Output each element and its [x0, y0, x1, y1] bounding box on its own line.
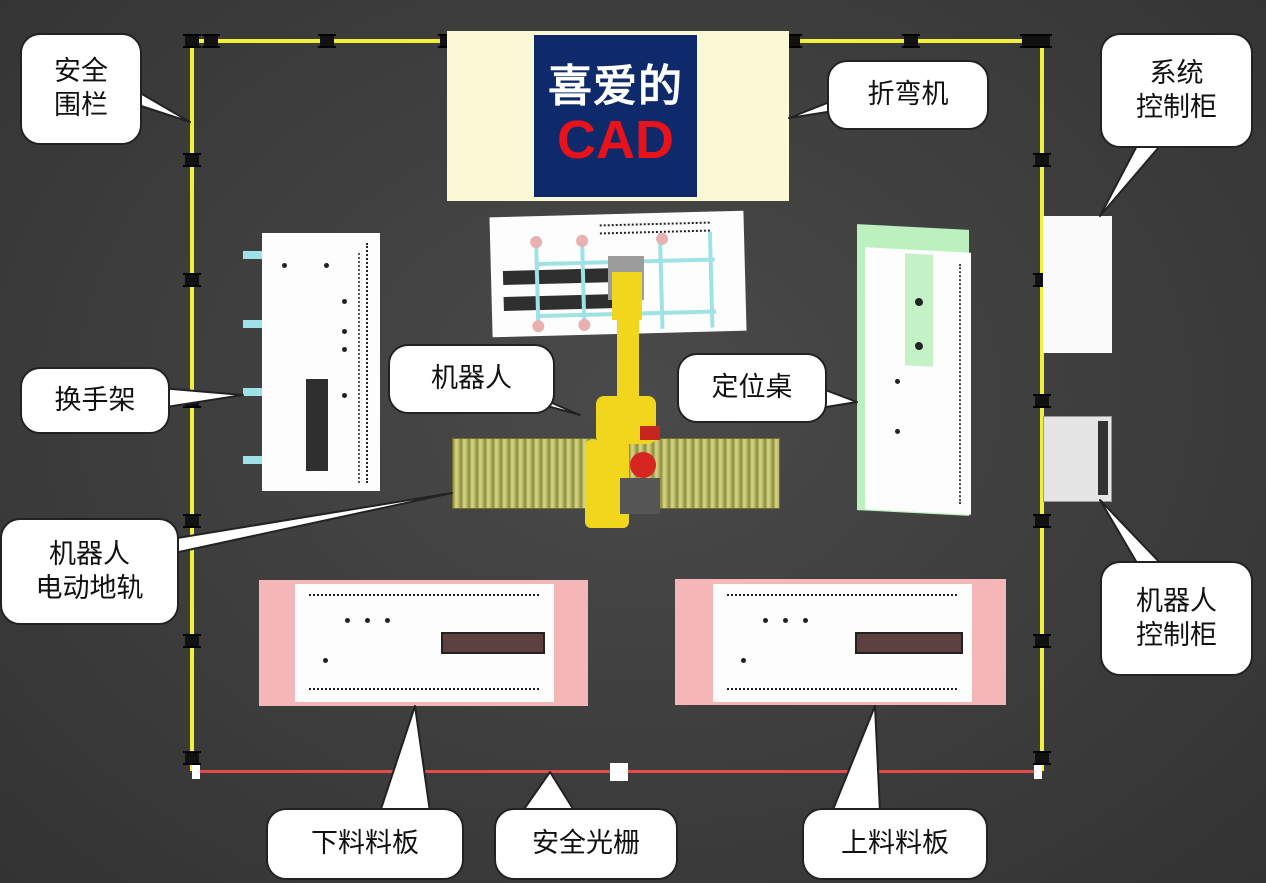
leader-tool-rack [159, 387, 244, 409]
unload-pallet-sheet [295, 584, 554, 702]
hole-row [727, 688, 957, 690]
sheet-cutout [441, 632, 545, 654]
load-pallet-sheet [713, 584, 972, 702]
fence-post [183, 153, 201, 167]
leader-system-cabinet [1099, 139, 1166, 217]
robot-joint-cap [640, 426, 660, 440]
callout-line: 机器人 [49, 538, 130, 570]
leader-robot-rail [164, 492, 453, 556]
rack-arm [243, 388, 265, 396]
hole [803, 618, 808, 623]
fence-post [1033, 273, 1051, 287]
hole-row [358, 253, 360, 483]
fence-post [1033, 394, 1051, 408]
callout-text: 下料料板 [311, 828, 419, 859]
light-curtain-node [192, 765, 200, 779]
hole-row [727, 594, 957, 596]
callout-robot-rail: 机器人 电动地轨 [0, 518, 179, 625]
callout-text: 机器人 [431, 363, 512, 394]
callout-load-pallet: 上料料板 [802, 808, 988, 880]
callout-line: 电动地轨 [35, 572, 144, 604]
rack-arm [243, 320, 265, 328]
logo-line2: CAD [557, 110, 674, 170]
tool-rack-sheet [262, 233, 380, 491]
leader-unload-pallet [379, 705, 431, 813]
fence-post [1033, 634, 1051, 648]
callout-text: 定位桌 [711, 372, 793, 403]
cad-logo: 喜爱的 CAD [534, 35, 697, 197]
callout-text: 折弯机 [867, 79, 949, 110]
hole-row [309, 688, 539, 690]
callout-line: 控制柜 [1136, 619, 1217, 651]
hole [323, 658, 328, 663]
callout-robot-cabinet: 机器人 控制柜 [1100, 561, 1253, 676]
fence-post [183, 273, 201, 287]
hole [342, 299, 347, 304]
hole [365, 618, 370, 623]
callout-light-curtain: 安全光栅 [494, 808, 678, 880]
fence-post [183, 34, 201, 48]
robot-end-effector [612, 272, 642, 320]
callout-line: 安全 [54, 56, 108, 87]
tool-slot [306, 379, 328, 471]
system-control-cabinet [1043, 216, 1112, 353]
callout-robot: 机器人 [388, 344, 555, 414]
callout-line: 机器人 [1136, 585, 1217, 617]
callout-safety-fence: 安全 围栏 [20, 33, 142, 145]
robot-forearm [617, 316, 639, 398]
sheet-cutout [855, 632, 963, 654]
cabinet-panel [1098, 421, 1108, 495]
fence-post [183, 634, 201, 648]
callout-positioning-table: 定位桌 [677, 353, 827, 423]
callout-text: 换手架 [54, 384, 136, 416]
fence-post [1020, 34, 1038, 48]
callout-press-brake: 折弯机 [827, 60, 989, 130]
hole [282, 263, 287, 268]
fence-post [902, 34, 920, 48]
hole [385, 618, 390, 623]
fence-top-left [190, 39, 448, 43]
hole-row [366, 243, 368, 483]
robot-carriage [620, 478, 660, 514]
fence-post [183, 514, 201, 528]
hole [741, 658, 746, 663]
robot-control-cabinet [1043, 416, 1112, 502]
callout-system-cabinet: 系统 控制柜 [1100, 33, 1253, 148]
logo-line1: 喜爱的 [548, 61, 683, 112]
callout-line: 控制柜 [1136, 91, 1217, 123]
fence-post [318, 34, 336, 48]
fence-post [1033, 153, 1051, 167]
light-curtain-node [610, 763, 628, 781]
hole [324, 263, 329, 268]
leader-load-pallet [831, 705, 881, 813]
hole [342, 347, 347, 352]
callout-tool-rack: 换手架 [20, 367, 170, 434]
hole [763, 618, 768, 623]
hole-row [309, 594, 539, 596]
callout-line: 围栏 [54, 90, 108, 121]
leader-safety-fence [134, 89, 191, 123]
callout-text: 安全光栅 [532, 828, 640, 859]
light-curtain-node [1034, 765, 1042, 779]
leader-robot-cabinet [1099, 499, 1166, 569]
callout-text: 上料料板 [841, 828, 949, 859]
hole [783, 618, 788, 623]
fence-post [202, 34, 220, 48]
hole [345, 618, 350, 623]
robot-motor [630, 452, 656, 478]
fence-post [1033, 514, 1051, 528]
rack-arm [243, 251, 265, 259]
rack-arm [243, 456, 265, 464]
callout-unload-pallet: 下料料板 [266, 808, 464, 880]
fence-post [1033, 751, 1051, 765]
hole [342, 329, 347, 334]
fence-post [183, 751, 201, 765]
callout-line: 系统 [1149, 57, 1204, 89]
leader-light-curtain [521, 771, 576, 813]
fence-post [1034, 34, 1052, 48]
hole [342, 393, 347, 398]
fence-post [784, 34, 802, 48]
